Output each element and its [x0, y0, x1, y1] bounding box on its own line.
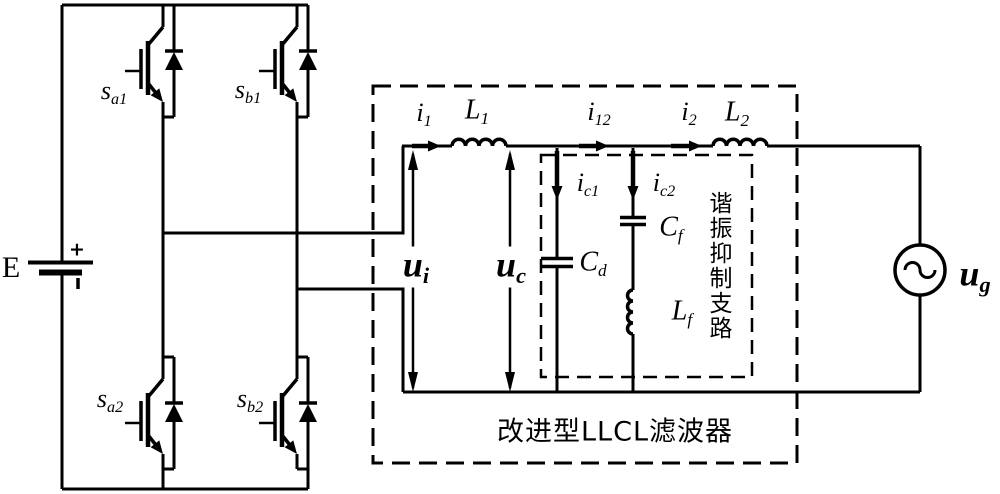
label-inductor-L2: L2 [724, 96, 750, 130]
filter-outer-dashed-box [371, 84, 799, 465]
battery-plus-sign: + [69, 238, 85, 261]
current-arrow-i2 [671, 140, 702, 152]
label-resonance-branch: 谐振抑制支路 [709, 191, 733, 342]
wire-output-b [297, 287, 405, 392]
label-switch-sa2: sa2 [96, 384, 124, 416]
grid-source-sine [903, 261, 937, 279]
label-voltage-uc: uc [493, 246, 529, 288]
igbt-sa1 [125, 5, 183, 117]
capacitor-Cd [541, 256, 573, 269]
igbt-sb1 [259, 5, 317, 117]
inductor-L2 [711, 137, 769, 147]
inductor-Lf [625, 288, 634, 336]
label-inductor-L1: L1 [464, 94, 490, 128]
label-grid-voltage-ug: ug [959, 253, 991, 298]
current-arrow-ic1 [551, 151, 563, 200]
label-switch-sb2: sb2 [236, 384, 264, 416]
dc-source-battery [28, 260, 93, 289]
label-current-ic2: ic2 [652, 168, 676, 200]
label-current-i12: i12 [587, 97, 611, 129]
inductor-L1 [450, 137, 508, 147]
label-current-i2: i2 [681, 97, 697, 129]
grid-source-circle [893, 243, 947, 297]
current-arrow-i1 [412, 140, 441, 152]
label-current-ic1: ic1 [576, 168, 600, 200]
current-arrow-i12 [579, 140, 609, 152]
label-switch-sb1: sb1 [234, 75, 262, 107]
igbt-sa2 [125, 357, 183, 469]
label-dc-source: E [1, 251, 21, 284]
wire-output-a [163, 146, 405, 235]
label-inductor-Lf: Lf [671, 295, 693, 329]
label-voltage-ui: ui [399, 246, 433, 288]
label-filter-box: 改进型LLCL滤波器 [497, 416, 733, 448]
ac-grid-source [893, 146, 947, 392]
current-arrow-ic2 [627, 151, 639, 200]
inverter-bridge [60, 3, 405, 491]
label-switch-sa1: sa1 [100, 76, 128, 108]
label-current-i1: i1 [416, 98, 432, 130]
label-capacitor-Cf: Cf [659, 211, 683, 245]
label-capacitor-Cd: Cd [579, 246, 607, 280]
igbt-sb2 [259, 357, 317, 469]
current-arrows [412, 140, 702, 200]
capacitor-Cf [620, 215, 646, 227]
